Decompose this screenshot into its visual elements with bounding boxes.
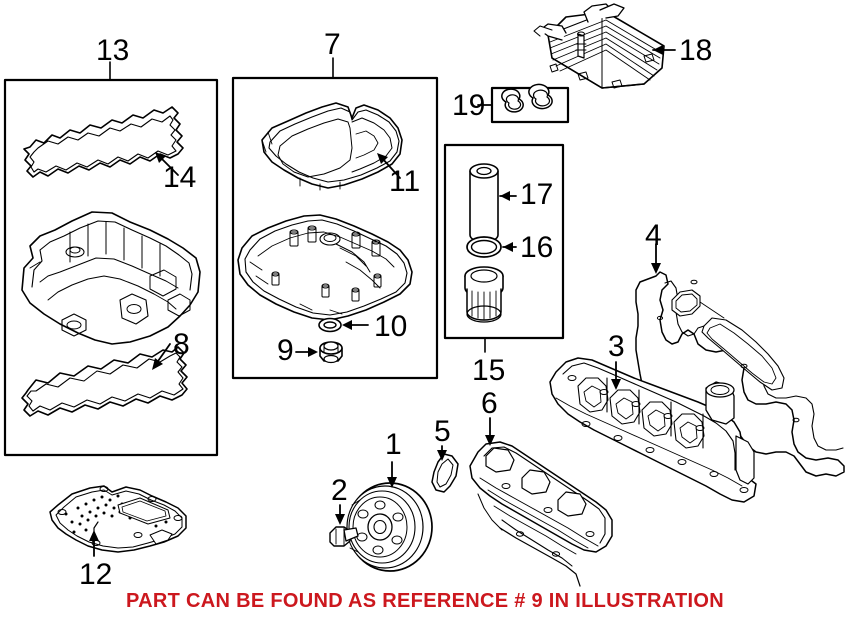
part-5-cover-bracket (431, 453, 459, 493)
part-18-engine-oil-cooler (533, 3, 665, 89)
callout-label-13: 13 (96, 34, 130, 67)
part-9-oil-drain-plug (319, 341, 343, 364)
callout-arrow-17 (499, 191, 517, 201)
part-17-oil-filter-housing-cap (469, 163, 499, 243)
callout-arrow-10 (342, 320, 369, 330)
callout-label-7: 7 (324, 28, 341, 61)
callout-label-8: 8 (173, 328, 190, 361)
callout-arrow-1 (387, 461, 397, 488)
callout-label-12: 12 (79, 558, 113, 591)
callout-label-9: 9 (277, 334, 294, 367)
callout-label-17: 17 (520, 178, 554, 211)
callout-arrow-8 (152, 343, 171, 370)
part-14-upper-oil-pan-gasket (23, 106, 184, 178)
group-box-15 (443, 143, 565, 340)
part-4-valve-cover-gasket (635, 271, 845, 477)
callout-arrow-11 (377, 153, 401, 179)
callout-label-16: 16 (520, 231, 554, 264)
part-11-oil-pan-baffle (261, 102, 403, 191)
callout-label-1: 1 (385, 428, 402, 461)
part-15-oil-filter-element (464, 266, 504, 323)
callout-label-10: 10 (374, 310, 408, 343)
callout-label-4: 4 (645, 219, 662, 252)
callout-label-3: 3 (608, 330, 625, 363)
part-3-valve-cover (549, 357, 757, 503)
callout-arrow-18 (652, 45, 676, 55)
part-19-oil-cooler-seals (501, 83, 553, 113)
part-13-upper-oil-pan (21, 211, 201, 345)
callout-arrow-9 (295, 347, 318, 357)
part-7-lower-oil-pan (237, 214, 413, 321)
callout-arrow-16 (502, 242, 517, 252)
part-8-lower-oil-pan-gasket (21, 346, 188, 417)
callout-label-11: 11 (389, 165, 421, 198)
callout-arrow-3 (611, 361, 621, 390)
callout-label-6: 6 (481, 387, 498, 420)
callout-arrow-2 (335, 504, 345, 525)
callout-label-19: 19 (452, 89, 486, 122)
callout-arrow-14 (155, 152, 179, 176)
reference-caption: PART CAN BE FOUND AS REFERENCE # 9 IN IL… (126, 590, 724, 612)
part-16-oil-filter-o-ring (466, 236, 502, 258)
part-10-drain-plug-seal (318, 317, 342, 333)
callout-arrow-12 (89, 521, 99, 557)
callout-label-14: 14 (163, 161, 197, 194)
part-6-ignition-coil-cover (469, 441, 613, 587)
part-2-crankshaft-pulley-bolt (329, 526, 359, 547)
callout-arrow-5 (437, 445, 447, 461)
part-12-windage-tray (49, 485, 187, 553)
part-1-crankshaft-pulley (346, 482, 433, 572)
callout-arrow-6 (485, 417, 495, 446)
callout-label-18: 18 (679, 34, 713, 67)
callout-arrow-4 (651, 243, 661, 274)
callout-label-5: 5 (434, 415, 451, 448)
callout-label-15: 15 (472, 354, 506, 387)
callout-label-2: 2 (331, 474, 348, 507)
